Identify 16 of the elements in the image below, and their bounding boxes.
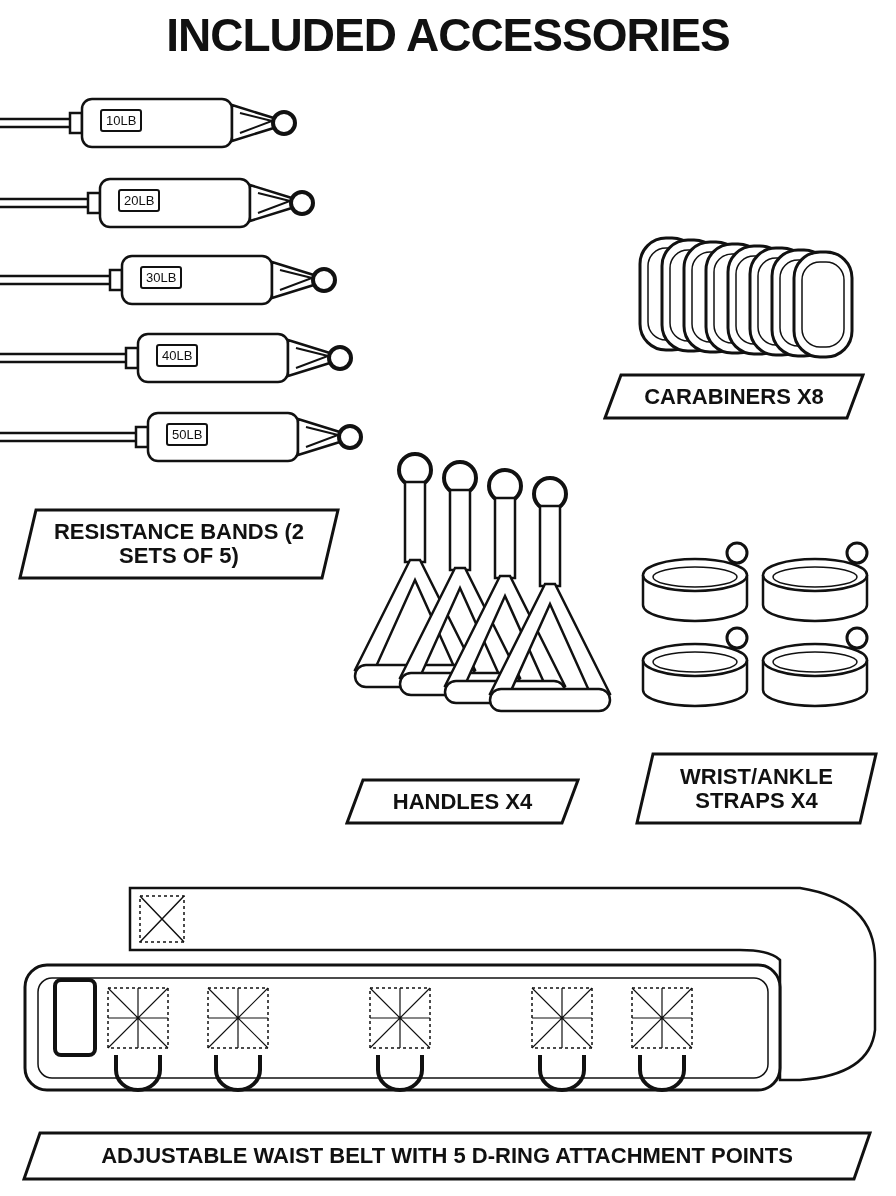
caption-text: CARABINERS X8 — [644, 384, 824, 409]
title: INCLUDED ACCESSORIES — [165, 8, 731, 62]
weight-label: 40LB — [156, 344, 199, 367]
caption-banner — [18, 508, 340, 580]
caption-text: ADJUSTABLE WAIST BELT WITH 5 D-RING ATTACHMENT POINTS — [101, 1144, 793, 1168]
caption-banner — [22, 1131, 872, 1181]
caption-banner — [603, 373, 865, 420]
caption-text: WRIST/ANKLE STRAPS X4 — [679, 764, 834, 813]
weight-label: 30LB — [140, 266, 183, 289]
weight-label: 50LB — [166, 423, 209, 446]
caption-banner — [635, 752, 878, 825]
caption-text: RESISTANCE BANDS (2 SETS OF 5) — [52, 520, 306, 568]
weight-label: 10LB — [100, 109, 143, 132]
caption-banner — [345, 778, 580, 825]
weight-label: 20LB — [118, 189, 161, 212]
caption-text: HANDLES X4 — [392, 789, 533, 814]
